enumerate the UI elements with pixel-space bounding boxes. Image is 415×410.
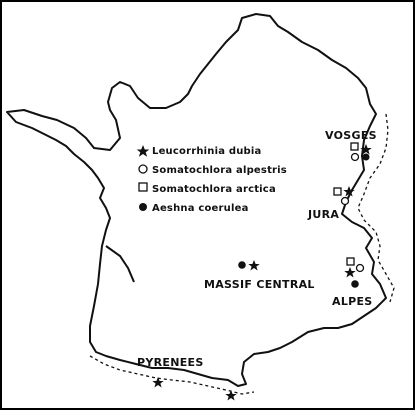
region-label-alpes: ALPES [332, 295, 373, 308]
legend-filled-dot-icon [139, 203, 147, 211]
vosges-square-icon [350, 142, 359, 151]
alpes-square-icon [346, 257, 355, 266]
region-label-pyrenees: PYRENEES [137, 356, 204, 369]
france-coastline [6, 13, 387, 387]
alpes-dot-icon [351, 280, 359, 288]
legend-label-somatochlora-arctica: Somatochlora arctica [152, 184, 276, 195]
massif-central-dot-icon [238, 261, 246, 269]
legend-star-icon [136, 145, 150, 157]
jura-star-icon [343, 186, 355, 197]
estuary [105, 245, 135, 283]
alpes-star-icon [344, 267, 356, 278]
pyrenees-star-west-icon [152, 377, 164, 388]
jura-open-circle-icon [340, 196, 350, 206]
legend-label-leucorrhinia: Leucorrhinia dubia [152, 146, 261, 157]
jura-square-icon [333, 187, 342, 196]
legend-label-aeshna: Aeshna coerulea [152, 203, 249, 214]
border-east [357, 113, 395, 303]
legend-open-square-icon [138, 182, 148, 192]
legend-open-circle-icon [138, 164, 148, 174]
region-label-jura: JURA [307, 208, 339, 221]
pyrenees-star-east-icon [225, 390, 237, 401]
massif-central-star-icon [248, 260, 260, 271]
vosges-dot-icon [362, 153, 370, 161]
legend-label-somatochlora-alpestris: Somatochlora alpestris [152, 165, 287, 176]
region-label-vosges: VOSGES [325, 129, 377, 142]
vosges-star-icon [360, 144, 372, 155]
vosges-open-circle-icon [350, 152, 360, 162]
region-label-massif-central: MASSIF CENTRAL [204, 278, 315, 291]
alpes-open-circle-icon [355, 263, 365, 273]
